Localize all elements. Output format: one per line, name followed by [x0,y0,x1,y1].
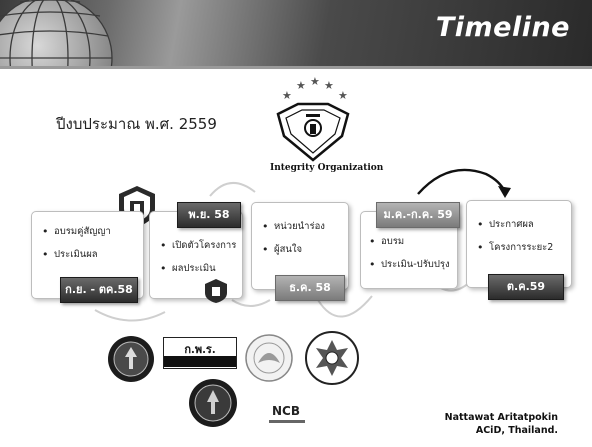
partner-seal-1-icon [108,336,154,382]
card-3-item-2: ผู้สนใจ [262,244,348,256]
card-1-item-2: ประเมินผล [42,249,143,261]
card-4-item-2: ประเมิน-ปรับปรุง [369,259,457,271]
kpr-logo-label: ก.พ.ร. [184,343,216,356]
page-title: Timeline [435,12,570,43]
ncb-logo-underline [269,420,305,423]
integrity-organization-logo: ★ ★ ★ ★ ★ [276,75,350,162]
card-2-item-1: เปิดตัวโครงการ [160,240,242,252]
kpr-logo: ก.พ.ร. [163,337,237,369]
svg-text:★: ★ [296,79,306,92]
ncb-logo: NCB [272,404,300,418]
card-5-item-1: ประกาศผล [477,219,571,231]
partner-seal-2-icon [245,334,293,382]
card-1-date-tag: ก.ย. - ตค.58 [60,277,138,303]
card-3-item-1: หน่วยนำร่อง [262,221,348,233]
card-3-date-tag: ธ.ค. 58 [275,275,345,301]
author-affiliation: ACiD, Thailand. [475,425,558,436]
card-4-item-1: อบรม [369,236,457,248]
card-2-item-2: ผลประเมิน [160,263,242,275]
header-divider [0,66,592,69]
svg-text:★: ★ [324,79,334,92]
card-4-date-tag: ม.ค.-ก.ค. 59 [376,202,460,228]
small-seal-icon [205,279,227,303]
card-1-item-1: อบรมคู่สัญญา [42,226,143,238]
budget-year-label: ปีงบประมาณ พ.ศ. 2559 [56,115,217,133]
partner-seal-3-icon [189,379,237,427]
card-5-item-2: โครงการระยะ2 [477,242,571,254]
garuda-emblem-icon [305,331,359,385]
author-credit: Nattawat Aritatpokin ACiD, Thailand. [445,411,558,437]
author-name: Nattawat Aritatpokin [444,412,558,423]
svg-text:★: ★ [282,89,292,102]
timeline-card-5: ประกาศผล โครงการระยะ2 [466,200,572,288]
integrity-organization-caption: Integrity Organization [270,163,384,173]
card-2-date-tag: พ.ย. 58 [177,202,241,228]
svg-text:★: ★ [310,75,320,88]
globe-graphic-icon [0,0,113,66]
card-5-date-tag: ต.ค.59 [488,274,564,300]
kpr-logo-bar [164,356,236,367]
header-banner: Timeline [0,0,592,66]
svg-text:★: ★ [338,89,348,102]
